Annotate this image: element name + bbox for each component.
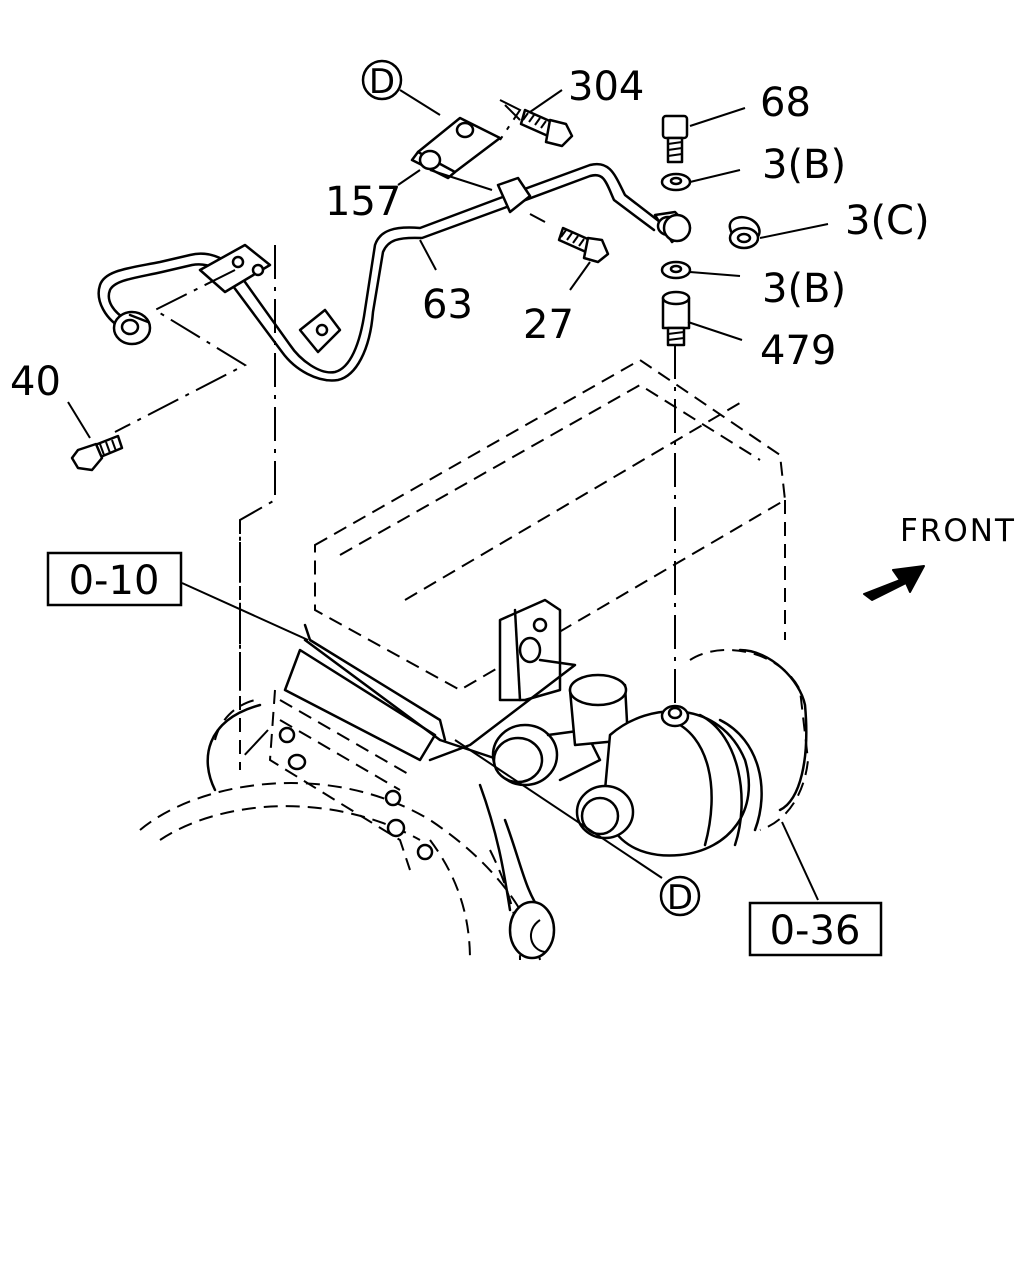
front-label: FRONT [900, 513, 1016, 549]
callout-3b-top: 3(B) [762, 142, 846, 188]
callout-40: 40 [10, 359, 61, 405]
bolt-40 [70, 434, 124, 472]
gasket-3c [728, 216, 761, 250]
ref-circle-d-top: D [361, 59, 403, 102]
engine-bracket [428, 598, 577, 762]
leader-lines [67, 89, 829, 901]
callout-479: 479 [760, 328, 836, 374]
eyebolt-stack [660, 114, 692, 347]
ref-circle-d-bottom-label: D [667, 878, 693, 918]
callout-27: 27 [523, 302, 574, 348]
ref-circle-d-top-label: D [369, 62, 395, 102]
bolt-304 [519, 108, 574, 148]
ref-box-0-10-label: 0-10 [69, 558, 160, 604]
callout-304: 304 [568, 64, 644, 110]
bracket-157 [410, 116, 502, 180]
ref-box-0-36-label: 0-36 [770, 908, 861, 954]
turbocharger [491, 648, 810, 857]
callout-3c: 3(C) [845, 198, 930, 244]
callout-68: 68 [760, 80, 811, 126]
ref-box-0-36[interactable]: 0-36 [748, 901, 883, 957]
bolt-27 [557, 226, 610, 264]
engine-housing [139, 358, 787, 961]
oil-pipe [97, 162, 692, 382]
callout-3b-bottom: 3(B) [762, 266, 846, 312]
ref-circle-d-bottom: D [659, 875, 701, 918]
callout-63: 63 [422, 282, 473, 328]
arrow-front-icon [863, 565, 925, 601]
callout-157: 157 [325, 179, 401, 225]
ref-box-0-10[interactable]: 0-10 [46, 551, 183, 607]
